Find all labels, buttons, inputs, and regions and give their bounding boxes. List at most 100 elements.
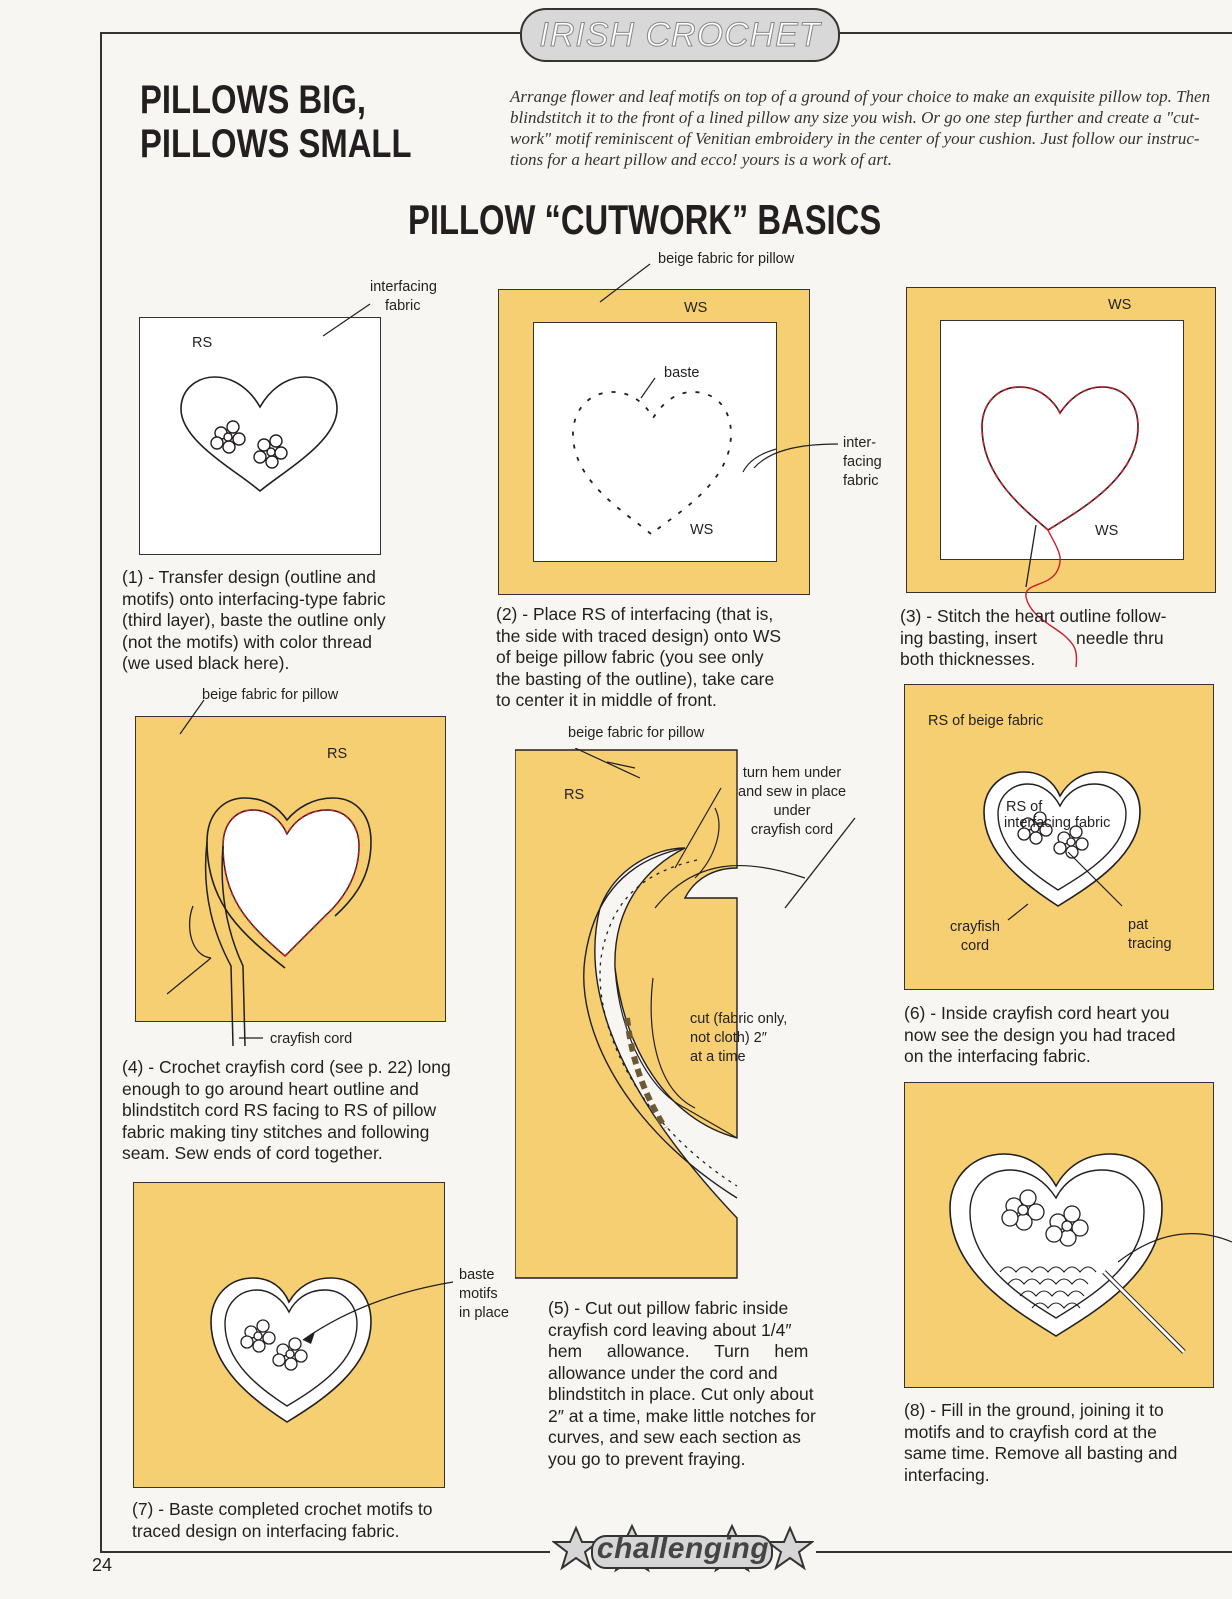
- step5-label-cut: cut (fabric only, not cloth) 2″ at a tim…: [690, 1010, 787, 1067]
- caption-line: (6) - Inside crayfish cord heart you: [904, 1003, 1170, 1023]
- caption-line: the side with traced design) onto WS: [496, 625, 782, 646]
- caption-line: (2) - Place RS of interfacing (that is,: [496, 604, 774, 624]
- caption-line: allowance under the cord and: [548, 1362, 778, 1383]
- caption-line: motifs) onto interfacing-type fabric: [122, 588, 386, 609]
- label-line: motifs: [459, 1286, 498, 1302]
- difficulty-badge: [552, 1523, 814, 1573]
- caption-line: seam. Sew ends of cord together.: [122, 1143, 383, 1163]
- label-line: cut (fabric only,: [690, 1011, 788, 1027]
- intro-line: tions for a heart pillow and ecco! yours…: [510, 150, 893, 169]
- step5-label-rs: RS: [564, 787, 585, 803]
- caption-line: 2″ at a time, make little notches for: [548, 1405, 816, 1426]
- frame-top-left: [100, 32, 520, 34]
- caption-line: same time. Remove all basting and: [904, 1443, 1178, 1463]
- step5-illustration: [515, 748, 856, 1279]
- step2-leader2: [753, 443, 839, 469]
- caption-line: hem allowance. Turn hem: [548, 1341, 809, 1361]
- label-line: fabric: [843, 473, 879, 489]
- label-line: under: [773, 803, 811, 819]
- caption-line: (not the motifs) with color thread: [122, 631, 372, 652]
- caption-line: (we used black here).: [122, 653, 290, 673]
- step2-caption: (2) - Place RS of interfacing (that is, …: [496, 604, 836, 712]
- section-badge: IRISH CROCHET: [520, 8, 840, 62]
- label-line: cord: [960, 938, 990, 954]
- caption-line: ing basting, insert needle thru: [900, 627, 1164, 648]
- step6-label-crayfish: crayfish cord: [950, 918, 1000, 956]
- caption-line: blindstitch in place. Cut only about: [548, 1384, 814, 1404]
- intro-text: Arrange flower and leaf motifs on top of…: [510, 86, 1230, 170]
- caption-line: the basting of the outline), take care: [496, 668, 775, 689]
- step6-label-rs-of: RS of: [1006, 799, 1043, 815]
- step6-caption: (6) - Inside crayfish cord heart you now…: [904, 1003, 1220, 1068]
- caption-line: traced design on interfacing fabric.: [132, 1520, 400, 1541]
- label-line: baste: [459, 1267, 495, 1283]
- caption-line: (4) - Crochet crayfish cord (see p. 22) …: [122, 1057, 451, 1077]
- step2-leader: [599, 263, 651, 303]
- caption-line: of beige pillow fabric (you see only: [496, 647, 764, 667]
- caption-line: now see the design you had traced: [904, 1024, 1176, 1045]
- step2-label-beige: beige fabric for pillow: [658, 251, 795, 267]
- step1-label-rs: RS: [192, 335, 213, 351]
- step2-illustration: [572, 377, 777, 536]
- caption-line: fabric making tiny stitches and followin…: [122, 1121, 430, 1142]
- label-line: turn hem under: [742, 765, 842, 781]
- page-title-line2: PILLOWS SMALL: [140, 122, 412, 166]
- step1-label-fabric: fabric: [385, 298, 421, 314]
- frame-top-right: [836, 32, 1232, 34]
- label-line: at a time: [690, 1049, 746, 1065]
- caption-line: interfacing.: [904, 1464, 990, 1485]
- step7-caption: (7) - Baste completed crochet motifs to …: [132, 1499, 492, 1542]
- caption-line: (1) - Transfer design (outline and: [122, 567, 376, 587]
- caption-line: motifs and to crayfish cord at the: [904, 1421, 1157, 1442]
- section-title: PILLOW “CUTWORK” BASICS: [408, 196, 882, 243]
- intro-line: Arrange flower and leaf motifs on top of…: [510, 87, 1211, 106]
- label-line: tracing: [1128, 936, 1172, 952]
- step8-illustration: [949, 1153, 1232, 1354]
- step4-label-cord: crayfish cord: [270, 1031, 353, 1047]
- step6-illustration: [983, 771, 1141, 921]
- step8-caption: (8) - Fill in the ground, joining it to …: [904, 1400, 1220, 1486]
- caption-line: (5) - Cut out pillow fabric inside: [548, 1298, 789, 1318]
- step1-label-interfacing: interfacing: [370, 279, 437, 295]
- caption-line: enough to go around heart outline and: [122, 1078, 419, 1099]
- step6-label-pat: pat tracing: [1128, 916, 1172, 954]
- step5-label-turn: turn hem under and sew in place under cr…: [738, 764, 846, 840]
- step4-illustration: [166, 797, 372, 1047]
- page-number: 24: [92, 1555, 113, 1575]
- label-line: facing: [843, 454, 882, 470]
- section-badge-text: IRISH CROCHET: [539, 15, 821, 54]
- step4-leader: [179, 699, 205, 735]
- label-line: pat: [1128, 917, 1149, 933]
- step2-panel-interfacing: [533, 322, 777, 562]
- caption-line: on the interfacing fabric.: [904, 1046, 1091, 1066]
- caption-line: (3) - Stitch the heart outline follow-: [900, 606, 1167, 626]
- label-line: not cloth) 2″: [690, 1030, 767, 1046]
- step4-label-rs: RS: [327, 746, 348, 762]
- step3-caption: (3) - Stitch the heart outline follow- i…: [900, 606, 1220, 671]
- intro-line: work" motif reminiscent of Venitian embr…: [510, 129, 1200, 148]
- intro-line: blindstitch it to the front of a lined p…: [510, 108, 1200, 127]
- caption-line: to center it in middle of front.: [496, 690, 717, 710]
- caption-line: (7) - Baste completed crochet motifs to: [132, 1499, 433, 1519]
- step7-illustration: [210, 1277, 454, 1423]
- step4-caption: (4) - Crochet crayfish cord (see p. 22) …: [122, 1057, 472, 1165]
- difficulty-badge-text: challenging: [596, 1532, 770, 1565]
- caption-line: blindstitch cord RS facing to RS of pill…: [122, 1100, 437, 1120]
- step6-label-interfacing: interfacing fabric: [1004, 815, 1111, 831]
- label-line: in place: [459, 1305, 509, 1321]
- step2-label-baste: baste: [664, 365, 700, 381]
- caption-line: crayfish cord leaving about 1/4″: [548, 1319, 792, 1340]
- step6-label-rs-beige: RS of beige fabric: [928, 713, 1044, 729]
- step1-caption: (1) - Transfer design (outline and motif…: [122, 567, 422, 675]
- label-line: crayfish cord: [750, 822, 834, 838]
- step2-label-inter: inter- facing fabric: [843, 434, 882, 491]
- label-line: crayfish: [950, 919, 1000, 935]
- step5-label-beige: beige fabric for pillow: [568, 725, 705, 741]
- step1-leader: [322, 303, 371, 337]
- page-title-line1: PILLOWS BIG,: [140, 78, 366, 122]
- step4-label-beige: beige fabric for pillow: [202, 687, 339, 703]
- step3-illustration: [981, 386, 1139, 668]
- step3-label-ws-top: WS: [1108, 297, 1132, 313]
- frame-bottom-left: [100, 1551, 550, 1553]
- frame-bottom-right: [816, 1551, 1232, 1553]
